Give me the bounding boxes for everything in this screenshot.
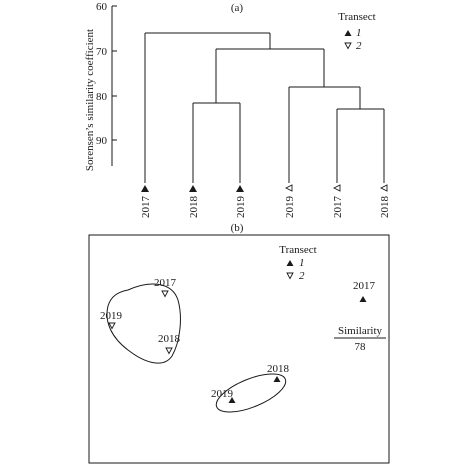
point-marker-open-triangle-down-icon xyxy=(161,290,169,298)
point-marker-filled-triangle-up-icon xyxy=(228,397,236,403)
open-triangle-down-icon xyxy=(344,42,352,50)
leaf-label: 2019 xyxy=(284,196,296,219)
leaf-label: 2018 xyxy=(379,196,391,219)
y-axis-ticks xyxy=(112,5,117,141)
legend-a: Transect 1 2 xyxy=(338,11,375,52)
point-label: 2019 xyxy=(211,388,234,400)
point-marker-filled-triangle-up-icon xyxy=(359,296,367,302)
leaf-label: 2017 xyxy=(140,196,152,219)
open-triangle-left-icon xyxy=(284,184,293,192)
point-marker-filled-triangle-up-icon xyxy=(273,376,281,382)
open-triangle-left-icon xyxy=(332,184,341,192)
panel-b-ordination: (b) Transect 1 2 2017 2019 2018 2018 201… xyxy=(88,222,390,464)
point-marker-open-triangle-down-icon xyxy=(108,322,116,330)
filled-triangle-up-icon xyxy=(141,185,149,192)
legend-item-label: 2 xyxy=(356,40,362,52)
legend-title: Transect xyxy=(279,244,316,256)
cluster-outline-transect-2 xyxy=(106,283,181,364)
leaf-label: 2019 xyxy=(235,196,247,219)
point-label: 2017 xyxy=(154,277,177,289)
leaf-markers xyxy=(141,184,388,192)
leaf-label: 2018 xyxy=(188,196,200,219)
similarity-value: 78 xyxy=(355,341,367,353)
point-label: 2019 xyxy=(100,310,123,322)
y-tick-80: 80 xyxy=(96,91,108,103)
panel-b-frame xyxy=(88,234,390,464)
panel-a-label: (a) xyxy=(231,2,244,14)
panel-b-label: (b) xyxy=(231,222,244,234)
filled-triangle-up-icon xyxy=(236,185,244,192)
filled-triangle-up-icon xyxy=(189,185,197,192)
similarity-label: Similarity xyxy=(338,325,383,337)
filled-triangle-up-icon xyxy=(286,260,294,266)
legend-b: Transect 1 2 xyxy=(279,244,316,282)
legend-item-label: 2 xyxy=(299,270,305,282)
legend-item-label: 1 xyxy=(356,27,362,39)
legend-title: Transect xyxy=(338,11,375,23)
leaf-label: 2017 xyxy=(332,196,344,219)
legend-item-label: 1 xyxy=(299,257,305,269)
y-axis-label: Sorensen’s similarity coefficient xyxy=(84,29,96,171)
open-triangle-down-icon xyxy=(286,272,294,280)
point-label: 2018 xyxy=(267,363,290,375)
point-label: 2017 xyxy=(353,280,376,292)
cluster-outline-transect-1 xyxy=(215,373,287,413)
dendrogram-branches xyxy=(144,32,385,183)
y-tick-60: 60 xyxy=(96,1,108,13)
y-tick-90: 90 xyxy=(96,135,108,147)
panel-a-dendrogram: (a) 60 70 80 90 Sorensen’s similarity co… xyxy=(84,1,391,218)
open-triangle-left-icon xyxy=(379,184,388,192)
filled-triangle-up-icon xyxy=(344,30,352,36)
y-tick-70: 70 xyxy=(96,46,108,58)
point-label: 2018 xyxy=(158,333,181,345)
point-marker-open-triangle-down-icon xyxy=(165,347,173,355)
